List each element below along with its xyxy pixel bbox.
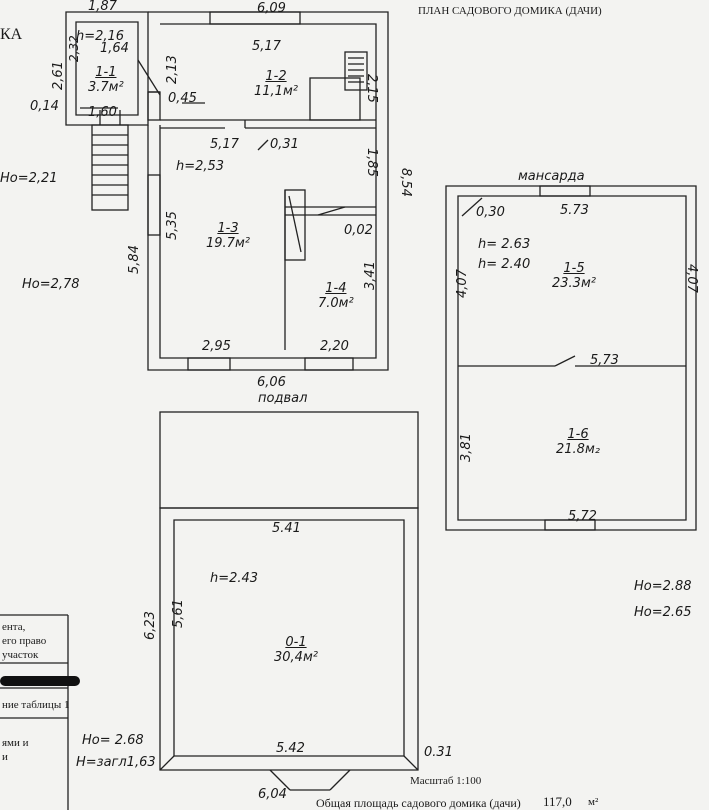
- room-1-2: 1-2 11,1м²: [254, 70, 298, 98]
- room-0-1: 0-1 30,4м²: [274, 636, 318, 664]
- room-1-3: 1-3 19.7м²: [206, 222, 250, 250]
- room-1-6: 1-6 21.8м₂: [556, 428, 600, 456]
- room-code: 1-4: [325, 281, 347, 296]
- legend-text: ние таблицы 1: [2, 699, 70, 711]
- ho-2-88: Ho=2.88: [634, 579, 692, 594]
- height-attic-1: h= 2.63: [478, 237, 531, 252]
- dim-top: 6,09: [257, 1, 286, 16]
- room-area: 30,4м²: [274, 650, 318, 665]
- dim-8-54: 8,54: [398, 168, 413, 197]
- h-zagl: H=загл1,63: [76, 755, 156, 770]
- dim-3-41: 3,41: [363, 261, 378, 290]
- dim-5-35: 5,35: [165, 211, 180, 240]
- dim-2-15: 2,15: [364, 74, 379, 103]
- legend-text: участок: [2, 649, 39, 661]
- dim-5-17-top: 5,17: [252, 39, 281, 54]
- height-main: h=2,53: [176, 159, 225, 174]
- dim-2-61: 2,61: [51, 61, 66, 90]
- total-area-label: Общая площадь садового домика (дачи): [316, 796, 521, 810]
- dim-6-23: 6,23: [143, 611, 158, 640]
- plan-title: ПЛАН САДОВОГО ДОМИКА (ДАЧИ): [418, 5, 602, 17]
- height-basement: h=2.43: [210, 571, 259, 586]
- room-code: 1-1: [95, 65, 117, 80]
- dim-4-07-right: 4,07: [684, 264, 699, 293]
- room-area: 7.0м²: [318, 296, 354, 311]
- ho-2-21: Ho=2,21: [0, 171, 58, 186]
- dim-0-31-basement: 0.31: [424, 745, 453, 760]
- room-code: 1-6: [567, 427, 589, 442]
- dim-5-17-mid: 5,17: [210, 137, 239, 152]
- height-room-1-1: h=2,16: [76, 29, 125, 44]
- dim-0-30: 0,30: [476, 205, 505, 220]
- dim-0-02: 0,02: [344, 223, 373, 238]
- room-code: 0-1: [285, 635, 307, 650]
- ho-2-65: Ho=2.65: [634, 605, 692, 620]
- room-area: 19.7м²: [206, 236, 250, 251]
- dim-0-31: 0,31: [270, 137, 299, 152]
- room-area: 21.8м₂: [556, 442, 600, 457]
- room-area: 23.3м²: [552, 276, 596, 291]
- dim-top-left: 1,87: [88, 0, 117, 14]
- dim-6-04: 6,04: [258, 787, 287, 802]
- legend-text: и: [2, 751, 8, 763]
- room-code: 1-5: [563, 261, 585, 276]
- dim-5-61: 5,61: [171, 599, 186, 628]
- height-attic-2: h= 2.40: [478, 257, 531, 272]
- dim-5-41: 5.41: [272, 521, 301, 536]
- total-area-unit: м²: [588, 796, 599, 808]
- total-area-value: 117,0: [543, 794, 572, 809]
- attic-label: мансарда: [518, 169, 585, 184]
- dim-5-72: 5,72: [568, 509, 597, 524]
- dim-5-73-top: 5.73: [560, 203, 589, 218]
- title-fragment: КА: [0, 26, 23, 43]
- dim-5-73-mid: 5,73: [590, 353, 619, 368]
- dim-5-84: 5,84: [127, 245, 142, 274]
- dim-0-45: 0,45: [168, 91, 197, 106]
- dim-1-64: 1,64: [100, 41, 129, 56]
- room-code: 1-2: [265, 69, 287, 84]
- room-code: 1-3: [217, 221, 239, 236]
- dim-1-85: 1,85: [364, 148, 379, 177]
- room-1-4: 1-4 7.0м²: [318, 282, 354, 310]
- dim-0-14: 0,14: [30, 99, 59, 114]
- legend-text: ями и: [2, 737, 29, 749]
- dim-3-81: 3,81: [459, 433, 474, 462]
- dim-2-13: 2,13: [165, 55, 180, 84]
- room-1-5: 1-5 23.3м²: [552, 262, 596, 290]
- room-1-1: 1-1 3.7м²: [88, 66, 124, 94]
- dim-5-42: 5.42: [276, 741, 305, 756]
- dim-2-32: 2,32: [67, 35, 81, 62]
- legend-text: его право: [2, 635, 47, 647]
- basement-label: подвал: [258, 391, 308, 406]
- legend-text: ента,: [2, 621, 26, 633]
- dim-4-07-left: 4,07: [455, 269, 470, 298]
- room-area: 3.7м²: [88, 80, 124, 95]
- room-area: 11,1м²: [254, 84, 298, 99]
- ho-2-68: Ho= 2.68: [82, 733, 144, 748]
- dim-2-20: 2,20: [320, 339, 349, 354]
- ho-2-78: Ho=2,78: [22, 277, 80, 292]
- dim-1-60: 1,60: [88, 105, 117, 120]
- dim-2-95: 2,95: [202, 339, 231, 354]
- dim-6-06: 6,06: [257, 375, 286, 390]
- scale-label: Масштаб 1:100: [410, 775, 482, 787]
